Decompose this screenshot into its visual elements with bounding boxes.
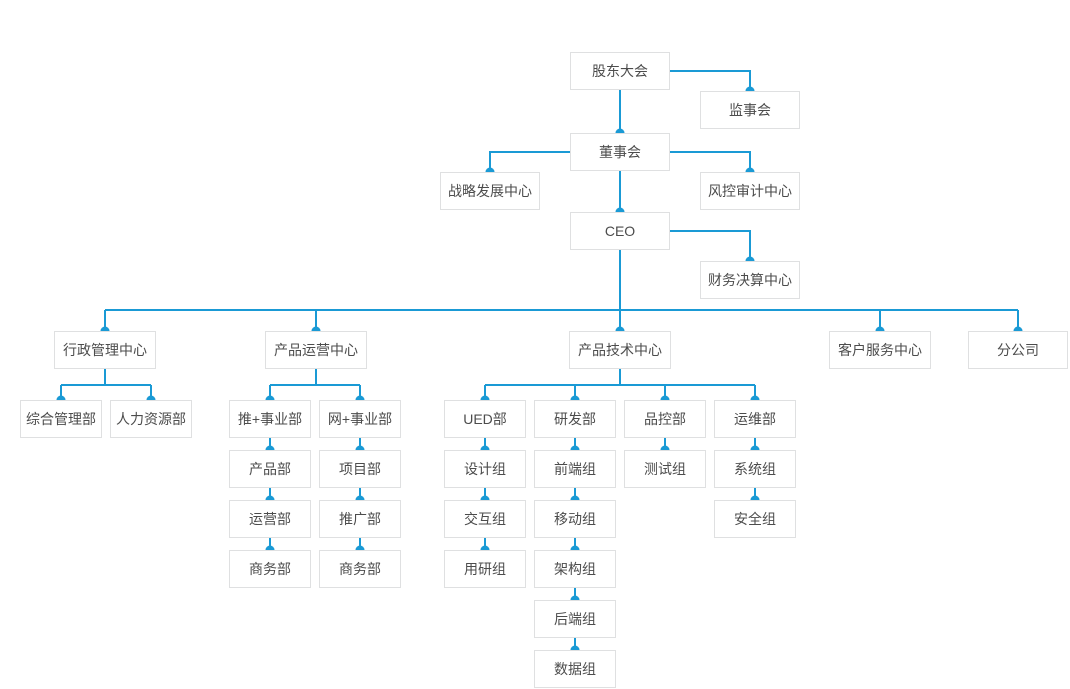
org-node-product-tech-center: 产品技术中心 (569, 331, 671, 369)
org-node-ued-dept: UED部 (444, 400, 526, 438)
org-node-product-dept: 产品部 (229, 450, 311, 488)
org-node-operations-dept: 运营部 (229, 500, 311, 538)
org-node-ops-dept: 运维部 (714, 400, 796, 438)
org-node-backend-group: 后端组 (534, 600, 616, 638)
org-node-qc-dept: 品控部 (624, 400, 706, 438)
org-node-branch-company: 分公司 (968, 331, 1068, 369)
org-node-architecture-group: 架构组 (534, 550, 616, 588)
org-node-strategy-center: 战略发展中心 (440, 172, 540, 210)
org-node-hr-dept: 人力资源部 (110, 400, 192, 438)
org-node-general-admin-dept: 综合管理部 (20, 400, 102, 438)
org-node-data-group: 数据组 (534, 650, 616, 688)
org-node-project-dept: 项目部 (319, 450, 401, 488)
org-node-promotion-dept: 推广部 (319, 500, 401, 538)
org-node-testing-group: 测试组 (624, 450, 706, 488)
org-node-mobile-group: 移动组 (534, 500, 616, 538)
org-node-rd-dept: 研发部 (534, 400, 616, 438)
org-node-business-dept-tui: 商务部 (229, 550, 311, 588)
org-node-system-group: 系统组 (714, 450, 796, 488)
org-node-risk-audit-center: 风控审计中心 (700, 172, 800, 210)
org-node-supervisory-board: 监事会 (700, 91, 800, 129)
org-node-frontend-group: 前端组 (534, 450, 616, 488)
org-node-shareholders: 股东大会 (570, 52, 670, 90)
org-node-board-of-directors: 董事会 (570, 133, 670, 171)
org-node-tui-division: 推+事业部 (229, 400, 311, 438)
org-node-finance-center: 财务决算中心 (700, 261, 800, 299)
org-node-wang-division: 网+事业部 (319, 400, 401, 438)
org-node-user-research-group: 用研组 (444, 550, 526, 588)
org-node-ceo: CEO (570, 212, 670, 250)
org-node-product-ops-center: 产品运营中心 (265, 331, 367, 369)
org-node-admin-center: 行政管理中心 (54, 331, 156, 369)
org-node-security-group: 安全组 (714, 500, 796, 538)
org-node-customer-service-center: 客户服务中心 (829, 331, 931, 369)
org-node-design-group: 设计组 (444, 450, 526, 488)
org-node-interaction-group: 交互组 (444, 500, 526, 538)
org-node-business-dept-wang: 商务部 (319, 550, 401, 588)
